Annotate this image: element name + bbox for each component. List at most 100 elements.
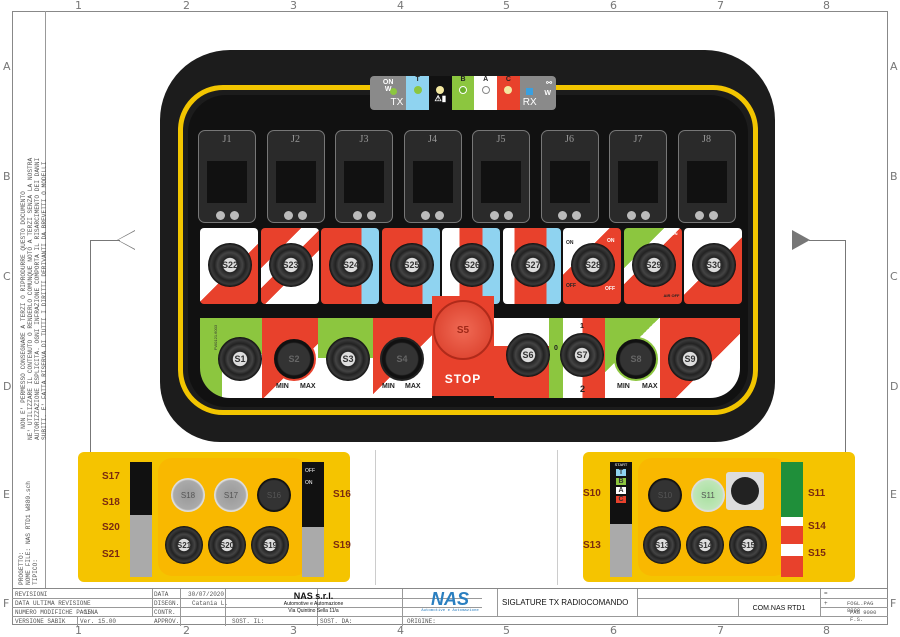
eq-label: = (824, 590, 828, 597)
link-icon: ⚯ (546, 80, 553, 87)
emergency-stop-button[interactable]: S5 (433, 300, 493, 360)
indicator-s11[interactable]: S11 (691, 478, 725, 512)
joystick-legend (549, 161, 590, 203)
leader-line (809, 240, 845, 241)
selector-s25[interactable]: S25 (389, 243, 434, 287)
joystick-j3[interactable]: J3 (335, 130, 393, 223)
grid-col-label: 6 (610, 0, 617, 12)
side-label-s16: S16 (333, 489, 351, 500)
switch-label: S6 (522, 350, 534, 360)
selector-s29[interactable]: S29 (631, 243, 676, 287)
push-button[interactable] (298, 211, 307, 220)
joystick-legend (275, 161, 316, 203)
push-button[interactable] (366, 211, 376, 220)
push-button[interactable] (489, 211, 499, 220)
button-pair (199, 211, 255, 220)
grid-row-label: D (890, 380, 899, 393)
w-label: W (544, 90, 552, 97)
selector-s20[interactable]: S20 (208, 526, 246, 564)
grid-col-label: 8 (823, 624, 830, 637)
push-button[interactable] (640, 211, 650, 220)
status-panel: ON W TX T ⚠▮ B A C ⚯ W RX (370, 76, 556, 110)
last-revision-label: DATA ULTIMA REVISIONE (15, 600, 91, 607)
push-button[interactable] (215, 211, 225, 220)
push-button[interactable] (503, 211, 513, 220)
switch-s1[interactable]: S1 (218, 337, 262, 381)
selector-s24[interactable]: S24 (329, 243, 373, 287)
push-button[interactable] (558, 211, 567, 220)
selector-s23[interactable]: S23 (268, 243, 313, 287)
selector-s30[interactable]: S30 (692, 243, 736, 287)
rotary-s10[interactable]: S10 (648, 478, 682, 512)
indicator-s17[interactable]: S17 (214, 478, 248, 512)
modifications-label: NUMERO MODIFICHE PAGINA (15, 609, 98, 616)
t-indicator: T (406, 76, 429, 110)
w-label: W (384, 86, 392, 93)
a-label: A (616, 487, 626, 494)
selector-s22[interactable]: S22 (208, 243, 252, 287)
joystick-j2[interactable]: J2 (266, 130, 325, 223)
selector-s15[interactable]: S15 (729, 526, 767, 564)
selector-s14[interactable]: S14 (686, 526, 724, 564)
joystick-j5[interactable]: J5 (472, 130, 530, 223)
joystick-j8[interactable]: J8 (677, 130, 736, 223)
push-button[interactable] (435, 211, 444, 220)
connector-icon (731, 477, 759, 505)
switch-label: S10 (657, 490, 673, 500)
push-button[interactable] (352, 211, 362, 220)
replaces-label: SOST. IL: (232, 618, 265, 625)
joystick-j1[interactable]: J1 (198, 130, 256, 223)
switch-label: S13 (654, 540, 670, 550)
selector-s21[interactable]: S21 (165, 526, 203, 564)
switch-label: S16 (266, 490, 282, 500)
button-pair (268, 211, 324, 220)
switch-s9[interactable]: S9 (668, 337, 712, 381)
push-button[interactable] (229, 211, 239, 220)
connector-socket[interactable] (726, 472, 764, 510)
led-icon (459, 86, 468, 94)
icon-strip-s11 (781, 462, 803, 517)
push-button[interactable] (626, 211, 636, 220)
switch-s6[interactable]: S6 (506, 333, 550, 377)
selector-s19[interactable]: S19 (251, 526, 289, 564)
switch-label: S5 (456, 324, 470, 336)
drawn-value: Catania L. (192, 600, 229, 607)
page-label: PAG 9000 F.S. (850, 609, 877, 623)
joystick-legend (344, 161, 384, 203)
selector-s26[interactable]: S26 (450, 243, 494, 287)
c-indicator: C (497, 76, 520, 110)
selector-s13[interactable]: S13 (643, 526, 681, 564)
switch-s3[interactable]: S3 (326, 337, 370, 381)
push-button[interactable] (284, 211, 293, 220)
push-button[interactable] (709, 211, 718, 220)
typical-label: TIPICO: (32, 559, 39, 585)
joystick-j4[interactable]: J4 (403, 130, 462, 223)
rotary-s2[interactable]: S2 (272, 337, 316, 381)
push-button[interactable] (572, 211, 581, 220)
selector-s28[interactable]: S28 (571, 243, 615, 287)
divider (375, 450, 376, 585)
joystick-label: J8 (702, 134, 711, 145)
button-pair (679, 211, 735, 220)
rotary-s4[interactable]: S4 (380, 337, 424, 381)
tx-led-icon (390, 88, 397, 95)
indicator-s18[interactable]: S18 (171, 478, 205, 512)
joystick-j7[interactable]: J7 (609, 130, 667, 223)
side-project-info: PROGETTO: NOME FILE: NAS RTD1 W880.sch T… (18, 455, 39, 585)
switch-s7[interactable]: S7 (560, 333, 604, 377)
joystick-label: J2 (291, 134, 300, 145)
joystick-j6[interactable]: J6 (540, 130, 599, 223)
rotary-s16[interactable]: S16 (257, 478, 291, 512)
b-label: B (616, 478, 626, 485)
side-label-s10: S10 (583, 488, 601, 499)
selector-s27[interactable]: S27 (510, 243, 555, 287)
switch-label: S17 (223, 490, 239, 500)
side-label-s21: S21 (102, 549, 120, 560)
push-button[interactable] (421, 211, 430, 220)
air-off-label: AIR OFF (663, 293, 680, 298)
rotary-s8[interactable]: S8 (614, 337, 658, 381)
grid-col-label: 3 (290, 0, 297, 12)
c-label: C (616, 496, 626, 503)
push-button[interactable] (695, 211, 704, 220)
checked-label: CONTR. (154, 609, 176, 616)
